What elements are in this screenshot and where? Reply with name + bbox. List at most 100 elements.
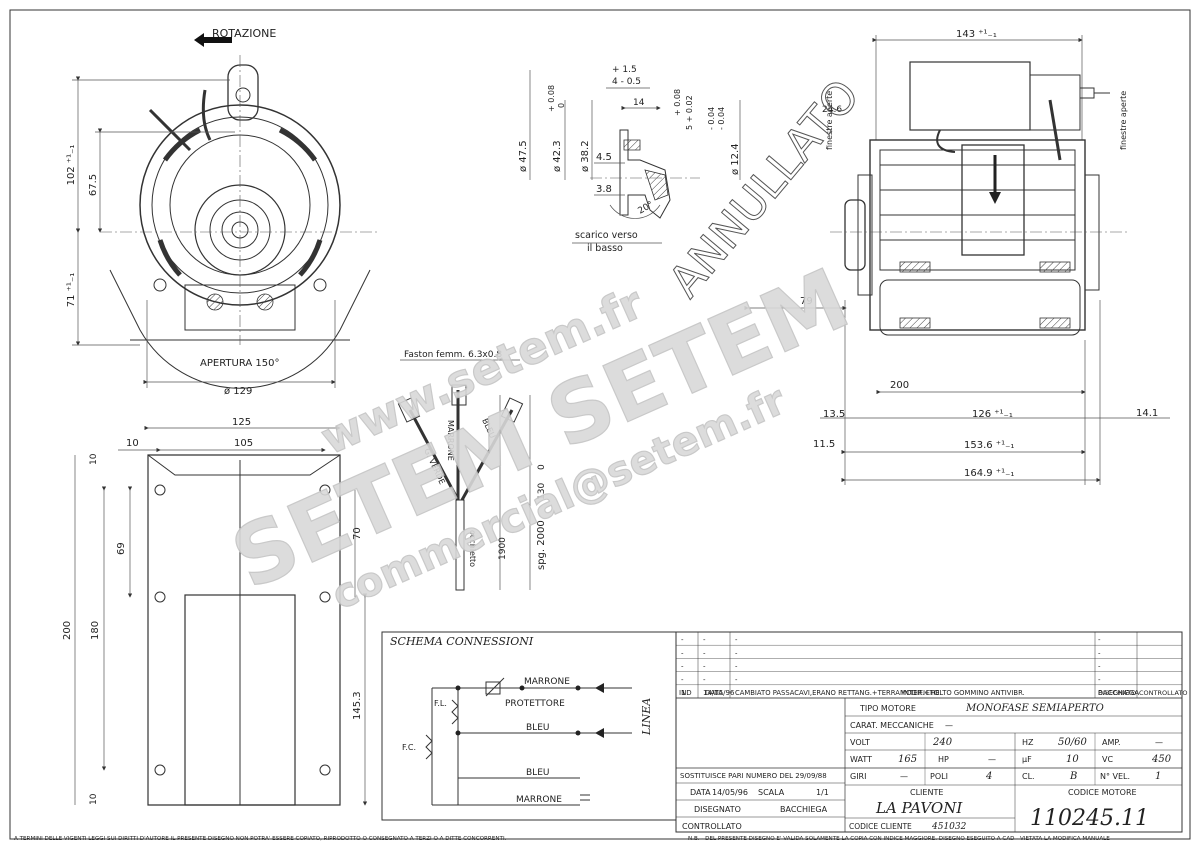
dim-4-05: 4 - 0.5	[612, 77, 641, 87]
rev-cell-date: -	[703, 676, 706, 684]
rev-cell-by: -	[1098, 649, 1101, 657]
disegnato-label: DISEGNATO	[694, 805, 741, 814]
cl-label: CL.	[1022, 772, 1035, 781]
dim-38-2: ø 38.2	[580, 140, 591, 172]
dim-10c: 10	[89, 453, 99, 465]
dim-153-6: 153.6 ⁺¹₋₁	[964, 440, 1014, 451]
dim-130: 130	[537, 483, 547, 500]
rev-cell-desc: -	[735, 649, 738, 657]
dim-0-08a: + 0.08	[547, 85, 556, 112]
windows-right: finestre aperte	[1119, 91, 1128, 150]
rev-cell-n: -	[681, 649, 684, 657]
codice-cliente-label: CODICE CLIENTE	[849, 822, 912, 831]
dim-126: 126 ⁺¹₋₁	[972, 409, 1013, 420]
codice-motore-label: CODICE MOTORE	[1068, 788, 1137, 797]
hdr-modifiche: MODIFICHE	[900, 689, 940, 697]
schema-linea: LINEA	[640, 698, 653, 736]
dim-71: 71 ⁺¹₋₁	[66, 273, 77, 307]
windows-left: finestre aperte	[825, 91, 834, 150]
giri-value: —	[900, 772, 908, 781]
rev-cell-by: -	[1098, 676, 1101, 684]
rev-cell-date: -	[703, 663, 706, 671]
drain-note-1: scarico verso	[575, 230, 638, 241]
uf-value: 10	[1066, 754, 1079, 765]
dim-0-08b: + 0.08	[673, 89, 682, 116]
section-detail: + 1.5 4 - 0.5 14 + 0.08 0 + 0.08 5 + 0.0…	[518, 65, 741, 254]
rev-cell-by: -	[1098, 663, 1101, 671]
dim-24-6: 24.6	[822, 105, 842, 115]
hdr-disegnato: DISEGNATO	[1098, 689, 1136, 697]
hz-label: HZ	[1022, 738, 1034, 747]
rev-cell-desc: -	[735, 636, 738, 644]
rev-cell-by: -	[1098, 636, 1101, 644]
footer-right-note: N.B. - DEL PRESENTE DISEGNO E' VALIDA SO…	[688, 836, 1110, 842]
hdr-controllato: CONTROLLATO	[1139, 689, 1188, 697]
dim-11-5: 11.5	[813, 439, 835, 450]
rev-cell-n: -	[681, 636, 684, 644]
rev-cell-n: -	[681, 663, 684, 671]
dim-4-5: 4.5	[596, 152, 612, 163]
dim-143: 143 ⁺¹₋₁	[956, 29, 997, 40]
rev-cell-desc: -	[735, 663, 738, 671]
rev-cell-n: -	[681, 676, 684, 684]
rev-cell-n: 1	[681, 689, 685, 697]
schema-protettore: PROTETTORE	[505, 699, 565, 709]
amp-value: —	[1155, 738, 1163, 747]
uf-label: µF	[1022, 755, 1032, 764]
controllato-label: CONTROLLATO	[682, 822, 742, 831]
faston-label: Faston femm. 6.3x0.8	[404, 350, 502, 360]
hz-value: 50/60	[1058, 737, 1087, 748]
carat-label: CARAT. MECCANICHE	[850, 721, 934, 730]
dim-125: 125	[232, 417, 251, 428]
schema-marrone-top: MARRONE	[524, 677, 570, 687]
cl-value: B	[1069, 771, 1077, 782]
wire-spire: spg. 2000	[536, 520, 547, 570]
vc-value: 450	[1151, 754, 1172, 765]
dim-129: ø 129	[224, 386, 252, 397]
opening-label: APERTURA 150°	[200, 358, 280, 369]
scala-label: SCALA	[758, 788, 785, 797]
tipo-motore: MONOFASE SEMIAPERTO	[965, 703, 1104, 714]
dim-105: 105	[234, 438, 253, 449]
sheet-border	[9, 9, 1191, 840]
data-label: DATA	[690, 788, 711, 797]
dim-0-02: 5 + 0.02	[685, 95, 694, 130]
dim-0: 0	[537, 464, 547, 470]
dim-20deg: 20°	[637, 200, 656, 217]
codice-cliente-value: 451032	[931, 822, 967, 832]
rev-cell-desc: -	[735, 676, 738, 684]
dim-0a: 0	[557, 103, 566, 108]
dim-14-1: 14.1	[1136, 408, 1158, 419]
dim-145-3: 145.3	[352, 691, 363, 720]
volt-label: VOLT	[850, 738, 870, 747]
watt-value: 165	[898, 754, 917, 765]
rev-cell-by: BACCHIEGA	[1098, 689, 1139, 697]
vc-label: VC	[1102, 755, 1113, 764]
dim-10b: 10	[89, 793, 99, 805]
volt-value: 240	[932, 737, 953, 748]
schema-fc: F.C.	[402, 743, 416, 752]
data-value: 14/05/96	[712, 788, 748, 797]
giri-label: GIRI	[850, 772, 866, 781]
dim-13-5: 13.5	[823, 409, 845, 420]
dim-200-bottom: 200	[62, 621, 73, 640]
nvel-label: N° VEL.	[1100, 772, 1130, 781]
schema-bleu-mid: BLEU	[526, 723, 549, 733]
dim-47-5: ø 47.5	[518, 140, 529, 172]
drain-note-2: il basso	[587, 243, 623, 254]
hdr-data: DATA	[705, 689, 723, 697]
dim-164-9: 164.9 ⁺¹₋₁	[964, 468, 1014, 479]
cliente-value: LA PAVONI	[875, 799, 963, 817]
amp-label: AMP.	[1102, 738, 1121, 747]
carat-value: —	[945, 721, 953, 730]
dim-14: 14	[633, 98, 645, 108]
schema-marrone-bottom: MARRONE	[516, 795, 562, 805]
wire-marrone: MARRONE	[446, 420, 455, 461]
rev-cell-date: -	[703, 636, 706, 644]
dim-12-4: ø 12.4	[730, 143, 741, 175]
scala-value: 1/1	[816, 788, 829, 797]
dim-1-5: + 1.5	[612, 65, 637, 75]
hp-value: —	[988, 755, 996, 764]
